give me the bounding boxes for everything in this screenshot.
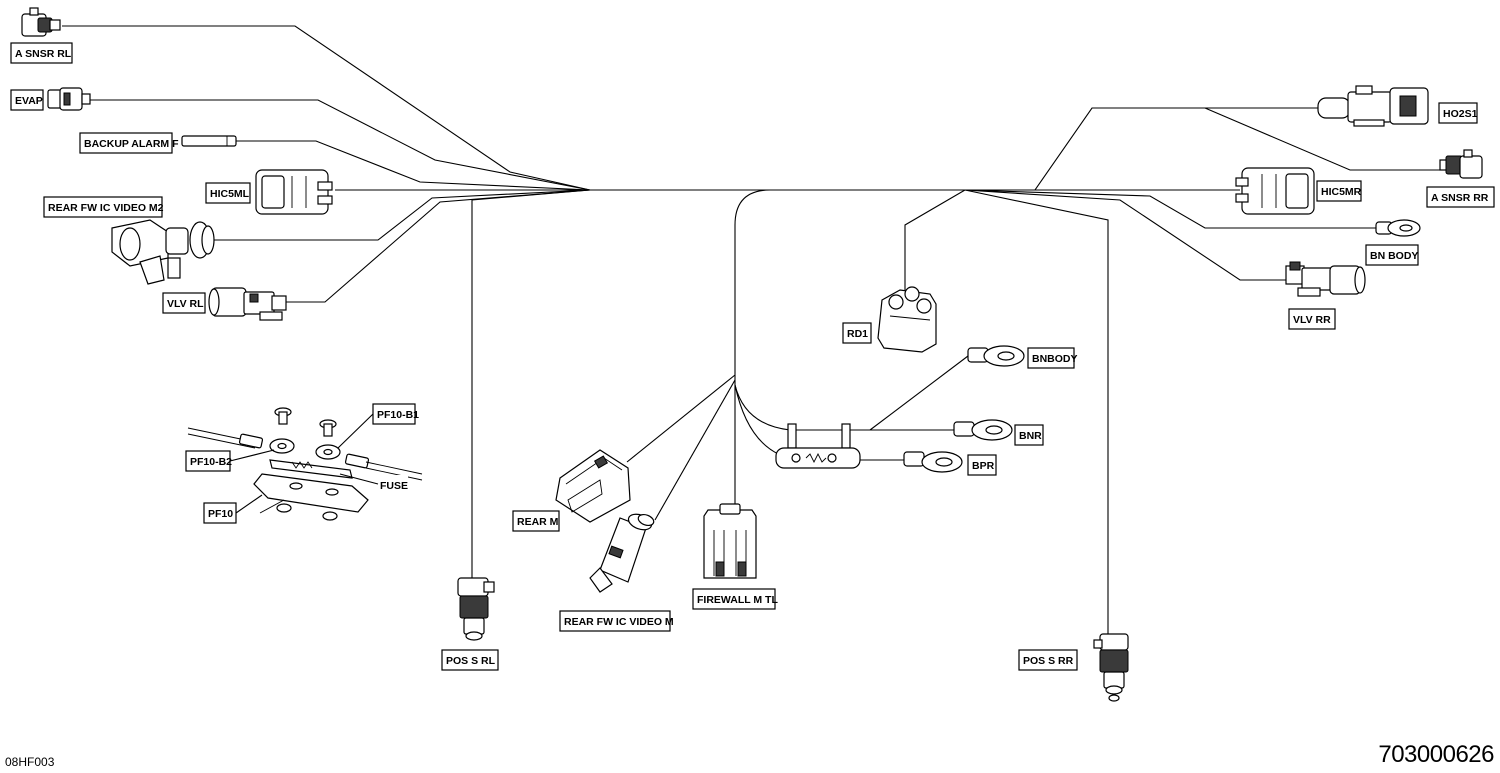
label-bnbody: BNBODY [1027, 347, 1078, 369]
svg-text:REAR FW IC VIDEO M: REAR FW IC VIDEO M [564, 616, 674, 628]
label-rear-fw-ic-video-m: REAR FW IC VIDEO M [559, 610, 674, 632]
label-vlv-rr: VLV RR [1288, 308, 1336, 330]
svg-text:PF10-B1: PF10-B1 [377, 409, 419, 421]
a-snsr-rl-connector-icon [21, 7, 61, 37]
label-a-snsr-rl: A SNSR RL [10, 42, 73, 64]
svg-text:HIC5ML: HIC5ML [210, 188, 250, 200]
label-rear-fw-ic-video-m2: REAR FW IC VIDEO M2 [43, 196, 164, 218]
rear-m-connector-icon [555, 449, 631, 523]
rd1-connector-icon [877, 286, 937, 353]
svg-text:PF10-B2: PF10-B2 [190, 456, 232, 468]
label-pos-s-rr: POS S RR [1018, 649, 1078, 671]
pos-s-rr-sensor-icon [1093, 633, 1129, 702]
svg-text:RD1: RD1 [847, 328, 868, 340]
svg-text:A SNSR RR: A SNSR RR [1431, 192, 1489, 204]
label-rd1: RD1 [842, 322, 872, 344]
figure-code: 08HF003 [5, 755, 55, 769]
center-fuse-holder-icon [775, 423, 861, 469]
svg-text:BN BODY: BN BODY [1370, 250, 1418, 262]
svg-text:FUSE: FUSE [380, 480, 408, 492]
label-bnr: BNR [1014, 424, 1044, 446]
svg-text:BACKUP ALARM F: BACKUP ALARM F [84, 138, 179, 150]
bnr-ring-terminal-icon [953, 419, 1013, 441]
label-evap: EVAP [10, 89, 44, 111]
svg-text:HIC5MR: HIC5MR [1321, 186, 1362, 198]
label-fuse: FUSE [378, 475, 408, 495]
rear-fw-ic-video-m2-connector-icon [111, 219, 215, 285]
label-vlv-rl: VLV RL [162, 292, 206, 314]
svg-text:HO2S1: HO2S1 [1443, 108, 1478, 120]
svg-text:FIREWALL M TL: FIREWALL M TL [697, 594, 778, 606]
svg-text:VLV RR: VLV RR [1293, 314, 1331, 326]
svg-text:EVAP: EVAP [15, 95, 43, 107]
label-pos-s-rl: POS S RL [441, 649, 499, 671]
bpr-ring-terminal-icon [903, 451, 963, 473]
svg-text:A SNSR RL: A SNSR RL [15, 48, 72, 60]
vlv-rl-connector-icon [208, 287, 287, 321]
label-bn-body: BN BODY [1365, 244, 1419, 266]
svg-text:REAR FW IC VIDEO M2: REAR FW IC VIDEO M2 [48, 202, 164, 214]
bnbody-ring-terminal-icon [967, 345, 1025, 367]
svg-text:BNBODY: BNBODY [1032, 353, 1078, 365]
pf10-fuse-holder-icon [187, 407, 423, 521]
label-backup-alarm-f: BACKUP ALARM F [79, 132, 179, 154]
svg-text:POS S RL: POS S RL [446, 655, 496, 667]
svg-text:BPR: BPR [972, 460, 995, 472]
rear-fw-ic-video-m-connector-icon [589, 513, 655, 593]
harness-wires [62, 25, 1445, 645]
svg-text:PF10: PF10 [208, 508, 233, 520]
hic5mr-connector-icon [1235, 167, 1315, 215]
ho2s1-connector-icon [1317, 85, 1429, 127]
label-pf10-b2: PF10-B2 [185, 450, 232, 472]
a-snsr-rr-connector-icon [1439, 149, 1483, 179]
svg-text:POS S RR: POS S RR [1023, 655, 1074, 667]
pos-s-rl-sensor-icon [457, 577, 495, 641]
label-pf10-b1: PF10-B1 [372, 403, 419, 425]
evap-connector-icon [47, 87, 91, 111]
backup-alarm-terminal-icon [181, 135, 237, 147]
firewall-m-tl-connector-icon [703, 503, 757, 579]
label-ho2s1: HO2S1 [1438, 102, 1478, 124]
label-bpr: BPR [967, 454, 997, 476]
hic5ml-connector-icon [255, 169, 333, 215]
label-rear-m: REAR M [512, 510, 560, 532]
label-firewall-m-tl: FIREWALL M TL [692, 588, 778, 610]
label-hic5ml: HIC5ML [205, 182, 251, 204]
label-pf10: PF10 [203, 502, 237, 524]
svg-text:REAR M: REAR M [517, 516, 559, 528]
part-number: 703000626 [1378, 741, 1494, 768]
vlv-rr-connector-icon [1285, 261, 1366, 297]
label-a-snsr-rr: A SNSR RR [1426, 186, 1495, 208]
label-hic5mr: HIC5MR [1316, 180, 1362, 202]
svg-text:VLV RL: VLV RL [167, 298, 204, 310]
bn-body-ring-terminal-icon [1375, 219, 1421, 237]
svg-text:BNR: BNR [1019, 430, 1042, 442]
